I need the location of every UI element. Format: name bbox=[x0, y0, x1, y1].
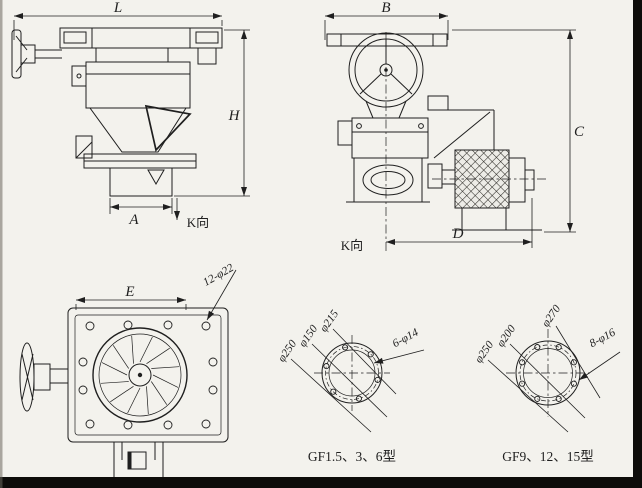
plan-view: E 12-φ22 bbox=[19, 262, 237, 479]
side-view-hopper bbox=[83, 104, 197, 197]
flange-detail-small: φ215 φ150 φ250 6-φ14 GF1.5、3、6型 bbox=[276, 308, 425, 464]
bolt-note-label: 12-φ22 bbox=[201, 262, 236, 289]
flange-small-bolt-holes bbox=[323, 344, 381, 402]
dim-label-D: D bbox=[452, 226, 464, 242]
flange-small-leader-lines bbox=[290, 328, 425, 433]
flange-large-leader-lines bbox=[487, 325, 621, 433]
dim-label-B: B bbox=[381, 0, 390, 16]
impeller-blades bbox=[100, 335, 180, 415]
flange-small-caption: GF1.5、3、6型 bbox=[308, 449, 396, 464]
dim-label-L: L bbox=[113, 0, 122, 16]
plan-view-dimensions: E 12-φ22 bbox=[75, 262, 237, 321]
side-view: L H A K向 bbox=[11, 0, 250, 230]
dim-label-E: E bbox=[124, 284, 134, 300]
view-direction-label-2: K向 bbox=[341, 238, 363, 253]
front-view-body bbox=[337, 95, 495, 203]
flange-small-dia-label-0: φ215 bbox=[318, 308, 342, 334]
front-view-motor bbox=[452, 149, 542, 231]
dim-label-C: C bbox=[574, 124, 585, 140]
flange-large-dia-label-1: φ200 bbox=[495, 323, 519, 349]
side-view-dimensions: L H A K向 bbox=[13, 0, 250, 230]
dim-label-A: A bbox=[128, 212, 139, 228]
plan-view-outlet bbox=[113, 442, 164, 479]
flange-small-dia-label-1: φ150 bbox=[297, 323, 321, 349]
flange-large-caption: GF9、12、15型 bbox=[502, 449, 594, 464]
front-view: B C D K向 bbox=[324, 0, 585, 253]
flange-detail-large: φ270 φ200 φ250 8-φ16 GF9、12、15型 bbox=[473, 303, 621, 464]
plan-view-flange bbox=[67, 307, 229, 443]
flange-large-bolt-note: 8-φ16 bbox=[588, 326, 618, 350]
front-view-handwheel bbox=[326, 32, 448, 119]
flange-small-dia-label-2: φ250 bbox=[276, 338, 300, 364]
flange-large-bolt-holes bbox=[519, 344, 577, 402]
flange-large-dia-label-2: φ250 bbox=[473, 339, 497, 365]
plan-view-impeller bbox=[92, 327, 188, 423]
flange-large-dia-label-0: φ270 bbox=[540, 303, 564, 329]
front-view-dimensions: B C D K向 bbox=[324, 0, 585, 253]
plan-view-handwheel bbox=[19, 342, 68, 412]
view-direction-label: K向 bbox=[187, 215, 209, 230]
dim-label-H: H bbox=[228, 108, 241, 124]
side-view-handwheel bbox=[11, 29, 62, 79]
flange-small-bolt-note: 6-φ14 bbox=[391, 326, 421, 350]
side-view-body bbox=[59, 27, 223, 159]
